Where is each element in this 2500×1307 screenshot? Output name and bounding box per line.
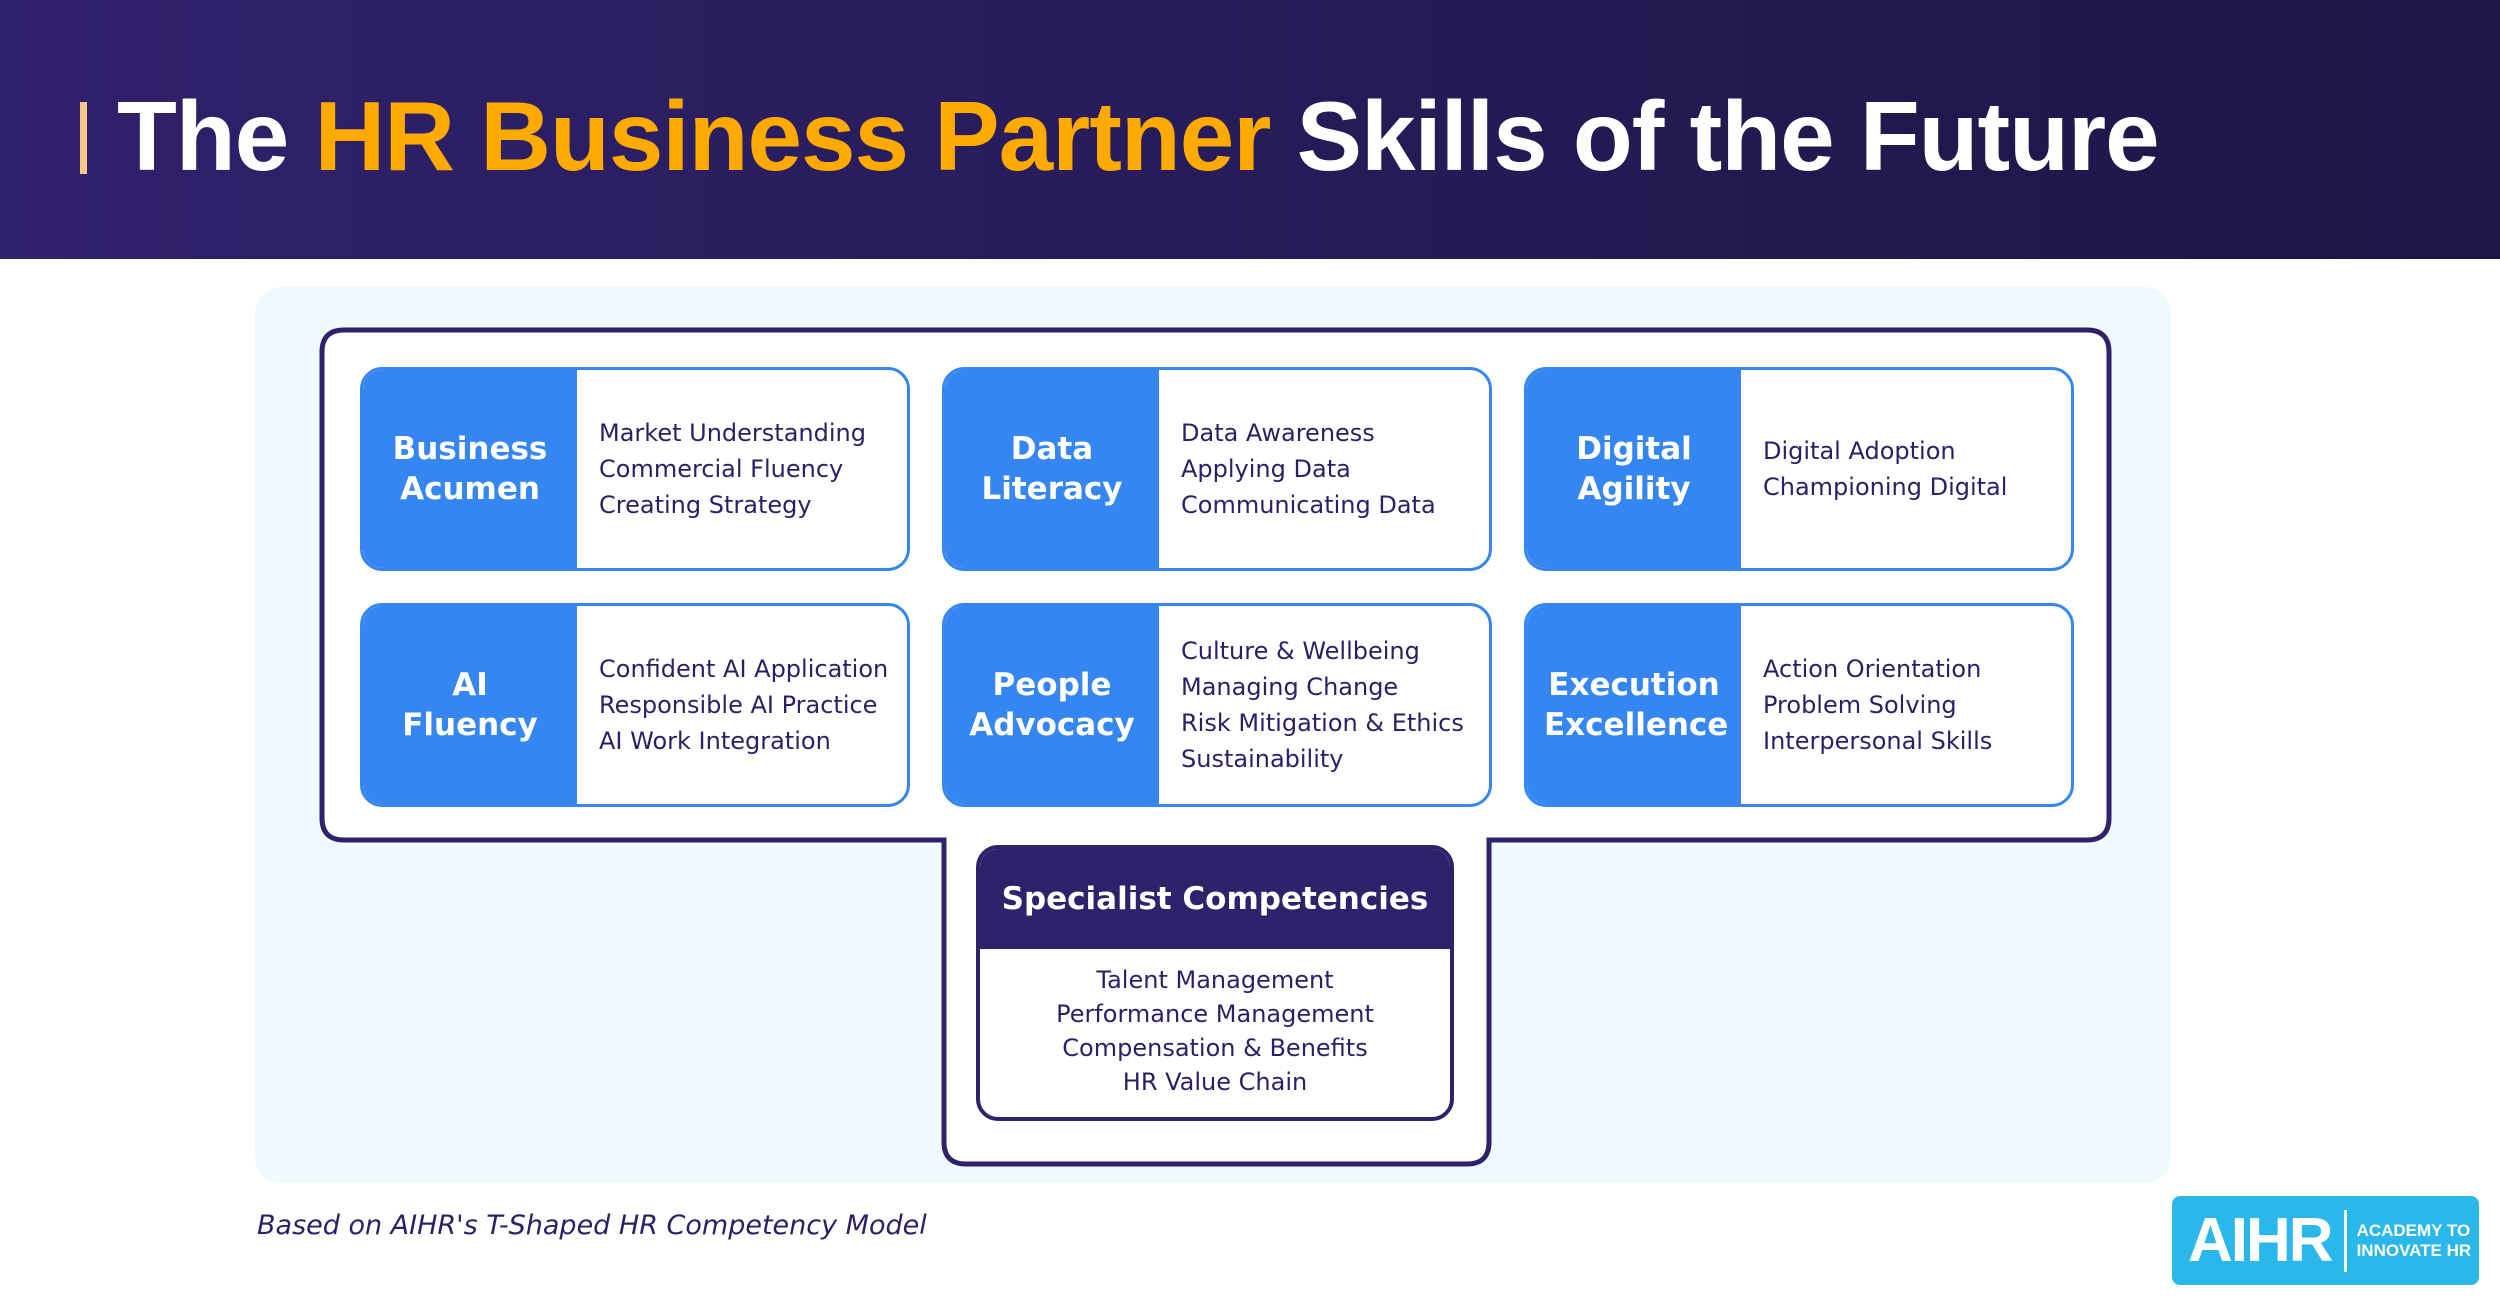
title-post: Skills of the Future [1270, 81, 2160, 191]
header-banner: The HR Business Partner Skills of the Fu… [0, 0, 2500, 259]
specialist-item: HR Value Chain [1122, 1068, 1308, 1096]
competency-item: Culture & Wellbeing [1181, 637, 1420, 665]
specialist-item: Talent Management [1096, 966, 1334, 994]
competency-item: Market Understanding [599, 419, 866, 447]
specialist-title: Specialist Competencies [980, 849, 1450, 949]
logo-mark: AIHR [2188, 1206, 2334, 1275]
competency-item: Problem Solving [1763, 691, 1957, 719]
footer-note: Based on AIHR's T-Shaped HR Competency M… [257, 1210, 927, 1241]
competency-item: Commercial Fluency [599, 455, 844, 483]
competency-title: Digital Agility [1527, 370, 1741, 568]
competency-item: Applying Data [1181, 455, 1351, 483]
competency-item: Interpersonal Skills [1763, 727, 1993, 755]
competency-title: Execution Excellence [1527, 606, 1741, 804]
competency-title-text: Digital Agility [1576, 431, 1692, 507]
competency-item: Creating Strategy [599, 491, 812, 519]
competency-title: Business Acumen [363, 370, 577, 568]
title-accent-bar [80, 102, 87, 174]
competency-item: AI Work Integration [599, 727, 831, 755]
competency-title: AI Fluency [363, 606, 577, 804]
competency-title-text: Execution Excellence [1544, 667, 1729, 743]
competency-item: Communicating Data [1181, 491, 1436, 519]
logo-line2: INNOVATE HR [2356, 1240, 2472, 1260]
competency-title: People Advocacy [945, 606, 1159, 804]
logo-line1: ACADEMY TO [2356, 1220, 2471, 1240]
title-pre: The [117, 81, 315, 191]
competency-item: Risk Mitigation & Ethics [1181, 709, 1464, 737]
competency-item: Responsible AI Practice [599, 691, 878, 719]
specialist-competencies-box: Specialist Competencies Talent Managemen… [976, 845, 1454, 1121]
competency-item: Digital Adoption [1763, 437, 1956, 465]
competency-title: Data Literacy [945, 370, 1159, 568]
competency-title-text: People Advocacy [969, 667, 1135, 743]
competency-item: Managing Change [1181, 673, 1399, 701]
competency-item: Championing Digital [1763, 473, 2008, 501]
competency-item: Sustainability [1181, 745, 1344, 773]
specialist-item: Compensation & Benefits [1062, 1034, 1368, 1062]
competency-title-text: Business Acumen [392, 431, 548, 507]
title-highlight: HR Business Partner [314, 81, 1271, 191]
logo-divider [2343, 1209, 2347, 1272]
competency-item: Action Orientation [1763, 655, 1982, 683]
competency-item: Data Awareness [1181, 419, 1375, 447]
page-title: The HR Business Partner Skills of the Fu… [80, 80, 2160, 193]
specialist-item: Performance Management [1056, 1000, 1374, 1028]
competency-title-text: Data Literacy [981, 431, 1123, 507]
competency-item: Confident AI Application [599, 655, 889, 683]
competency-title-text: AI Fluency [402, 667, 538, 743]
